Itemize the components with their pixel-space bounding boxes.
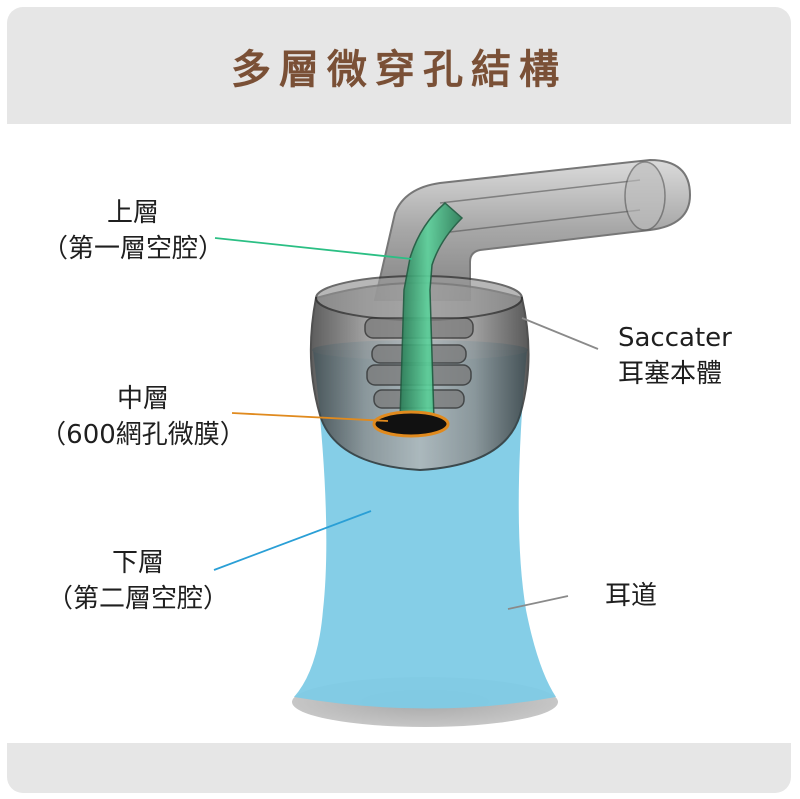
upper-layer-name: 上層 — [106, 198, 159, 228]
ear-canal-label: 耳道 — [605, 578, 685, 614]
middle-layer-label: 中層 （600網孔微膜） — [18, 381, 268, 453]
eartip-body-name: Saccater — [618, 323, 732, 353]
page-title: 多層微穿孔結構 — [231, 46, 567, 93]
title-bar: 多層微穿孔結構 — [7, 7, 791, 124]
stem-tube — [373, 158, 692, 301]
ear-canal-name: 耳道 — [605, 581, 658, 611]
upper-cavity-channel — [399, 202, 464, 421]
stem-tube-end — [624, 161, 666, 231]
upper-leader-line — [214, 237, 413, 260]
eartip-body-label: Saccater 耳塞本體 — [618, 320, 768, 392]
upper-layer-desc: （第一層空腔） — [41, 234, 224, 264]
body-leader-line — [521, 317, 599, 350]
lower-layer-label: 下層 （第二層空腔） — [18, 545, 258, 617]
stem-tube-inner-line — [439, 179, 641, 233]
eartip-body-desc: 耳塞本體 — [618, 359, 723, 389]
upper-layer-label: 上層 （第一層空腔） — [18, 195, 248, 267]
lower-layer-name: 下層 — [111, 548, 164, 578]
middle-layer-name: 中層 — [116, 384, 169, 414]
footer-bar — [7, 743, 791, 793]
canal-leader-line — [507, 595, 569, 610]
lower-leader-line — [213, 510, 372, 571]
middle-leader-line — [231, 412, 389, 422]
mesh-membrane — [372, 410, 450, 438]
lower-layer-desc: （第二層空腔） — [46, 584, 229, 614]
middle-layer-desc: （600網孔微膜） — [40, 420, 246, 450]
